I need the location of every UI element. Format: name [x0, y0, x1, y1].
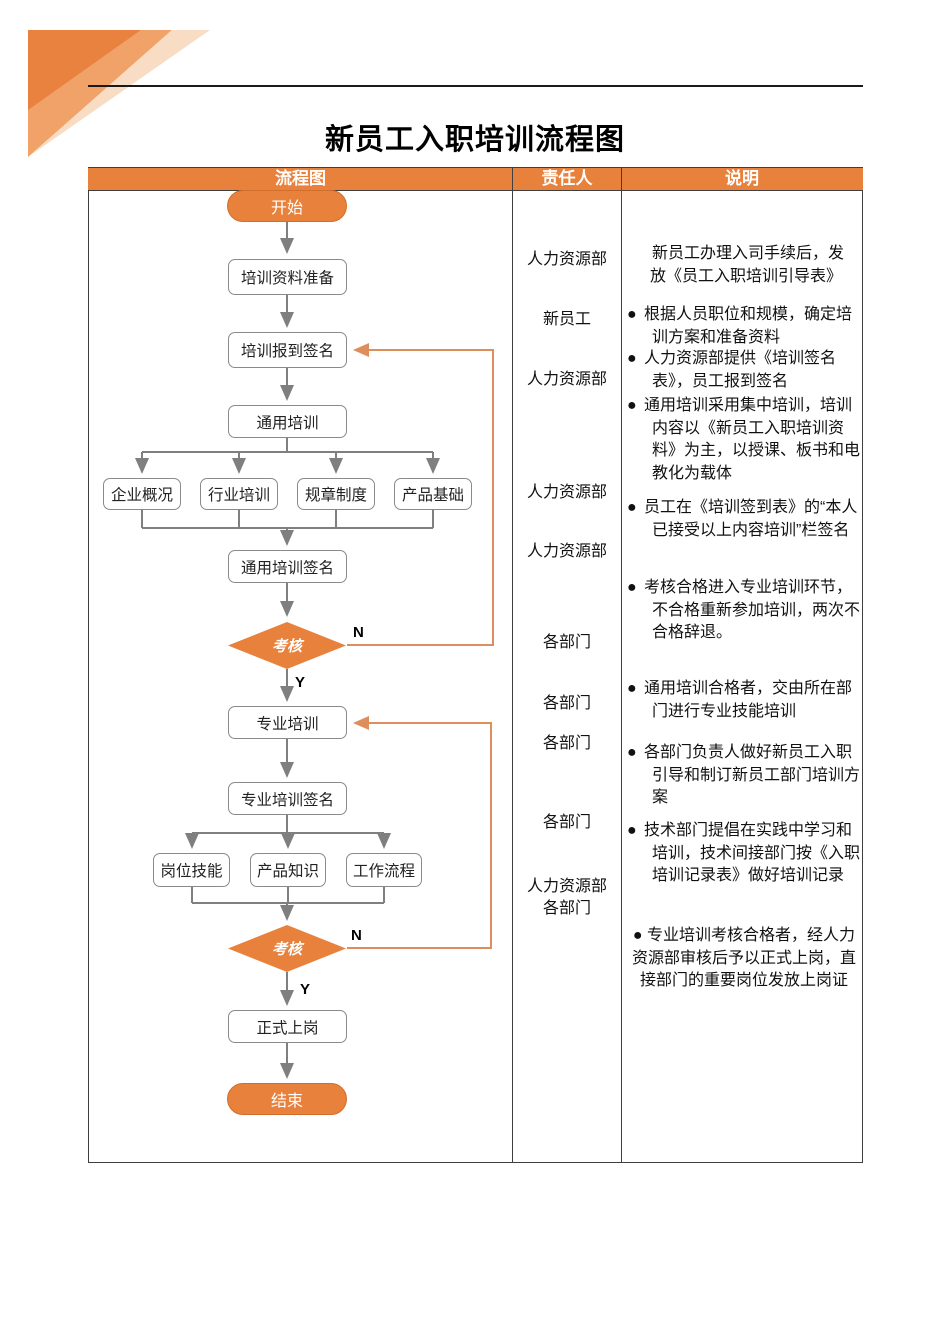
exam1-yes-label: Y	[295, 674, 306, 691]
table-header-flowchart: 流程图	[275, 169, 326, 188]
bullet-icon: ●	[627, 822, 637, 839]
note-intro: 新员工办理入司手续后，发放《员工入职培训引导表》	[650, 245, 845, 285]
flow-topic-work-process: 工作流程	[346, 853, 422, 887]
responsible-new-employee: 新员工	[542, 311, 591, 328]
responsible-hr-3: 人力资源部	[526, 484, 607, 501]
orange-feedback-lines	[347, 343, 494, 949]
bullet-icon: ●	[627, 397, 637, 414]
exam2-no-label: N	[351, 927, 362, 944]
note-general-training: ● 通用培训采用集中培训，培训内容以《新员工入职培训资料》为主，以授课、板书和电…	[627, 395, 861, 485]
flow-step-general-sign: 通用培训签名	[228, 550, 347, 583]
responsible-dept-1: 各部门	[542, 634, 591, 651]
responsible-hr-2: 人力资源部	[526, 371, 607, 388]
flow-topic-product-knowledge: 产品知识	[250, 853, 326, 887]
responsible-hr-4: 人力资源部	[526, 543, 607, 560]
page-title: 新员工入职培训流程图	[324, 124, 625, 156]
table-divider-2	[621, 167, 622, 1163]
bullet-icon: ●	[627, 306, 637, 323]
bullet-icon: ●	[627, 579, 637, 596]
table-header-row	[88, 167, 863, 191]
table-header-notes: 说明	[725, 169, 759, 188]
note-signsheet: ● 人力资源部提供《培训签名表》，员工报到签名	[627, 348, 861, 393]
flow-topic-company-overview: 企业概况	[103, 478, 181, 510]
note-final-onboard: ● 专业培训考核合格者，经人力资源部审核后予以正式上岗，直接部门的重要岗位发放上…	[631, 927, 856, 989]
responsible-dept-2: 各部门	[542, 695, 591, 712]
flow-topic-rules: 规章制度	[297, 478, 375, 510]
flow-topic-job-skills: 岗位技能	[153, 853, 230, 887]
flow-step-checkin-sign: 培训报到签名	[228, 332, 347, 368]
bullet-icon: ●	[627, 350, 637, 367]
flow-step-prepare-materials: 培训资料准备	[228, 259, 347, 295]
note-sign-confirm: ● 员工在《培训签到表》的“本人已接受以上内容培训”栏签名	[627, 497, 861, 542]
note-dept-plan: ● 各部门负责人做好新员工入职引导和制订新员工部门培训方案	[627, 742, 861, 810]
responsible-dept-3: 各部门	[542, 735, 591, 752]
exam1-no-label: N	[353, 624, 364, 641]
note-plan: ● 根据人员职位和规模，确定培训方案和准备资料	[627, 304, 861, 349]
flow-topic-industry-training: 行业培训	[200, 478, 278, 510]
flow-step-professional-sign: 专业培训签名	[228, 782, 347, 815]
bullet-icon: ●	[627, 744, 637, 761]
flow-step-professional-training: 专业培训	[228, 706, 347, 739]
table-header-responsible: 责任人	[541, 169, 593, 188]
flow-end-terminal: 结束	[227, 1083, 347, 1115]
exam2-yes-label: Y	[300, 981, 311, 998]
flow-step-general-training: 通用培训	[228, 405, 347, 438]
responsible-hr-1: 人力资源部	[526, 251, 607, 268]
responsible-hr-dept: 人力资源部 各部门	[526, 878, 607, 917]
header-rule-line	[88, 85, 863, 87]
flow-start-terminal: 开始	[227, 190, 347, 222]
note-pass-to-dept: ● 通用培训合格者，交由所在部门进行专业技能培训	[627, 678, 861, 723]
table-divider-1	[512, 167, 513, 1163]
flow-topic-product-basics: 产品基础	[394, 478, 472, 510]
bullet-icon: ●	[627, 499, 637, 516]
gray-connector-lines	[135, 222, 440, 1079]
note-exam-rule: ● 考核合格进入专业培训环节，不合格重新参加培训，两次不合格辞退。	[627, 577, 861, 645]
responsible-dept-4: 各部门	[542, 814, 591, 831]
flow-step-official-onboard: 正式上岗	[228, 1010, 347, 1043]
bullet-icon: ●	[632, 927, 643, 944]
bullet-icon: ●	[627, 680, 637, 697]
note-tech-dept: ● 技术部门提倡在实践中学习和培训，技术间接部门按《入职培训记录表》做好培训记录	[627, 820, 861, 888]
